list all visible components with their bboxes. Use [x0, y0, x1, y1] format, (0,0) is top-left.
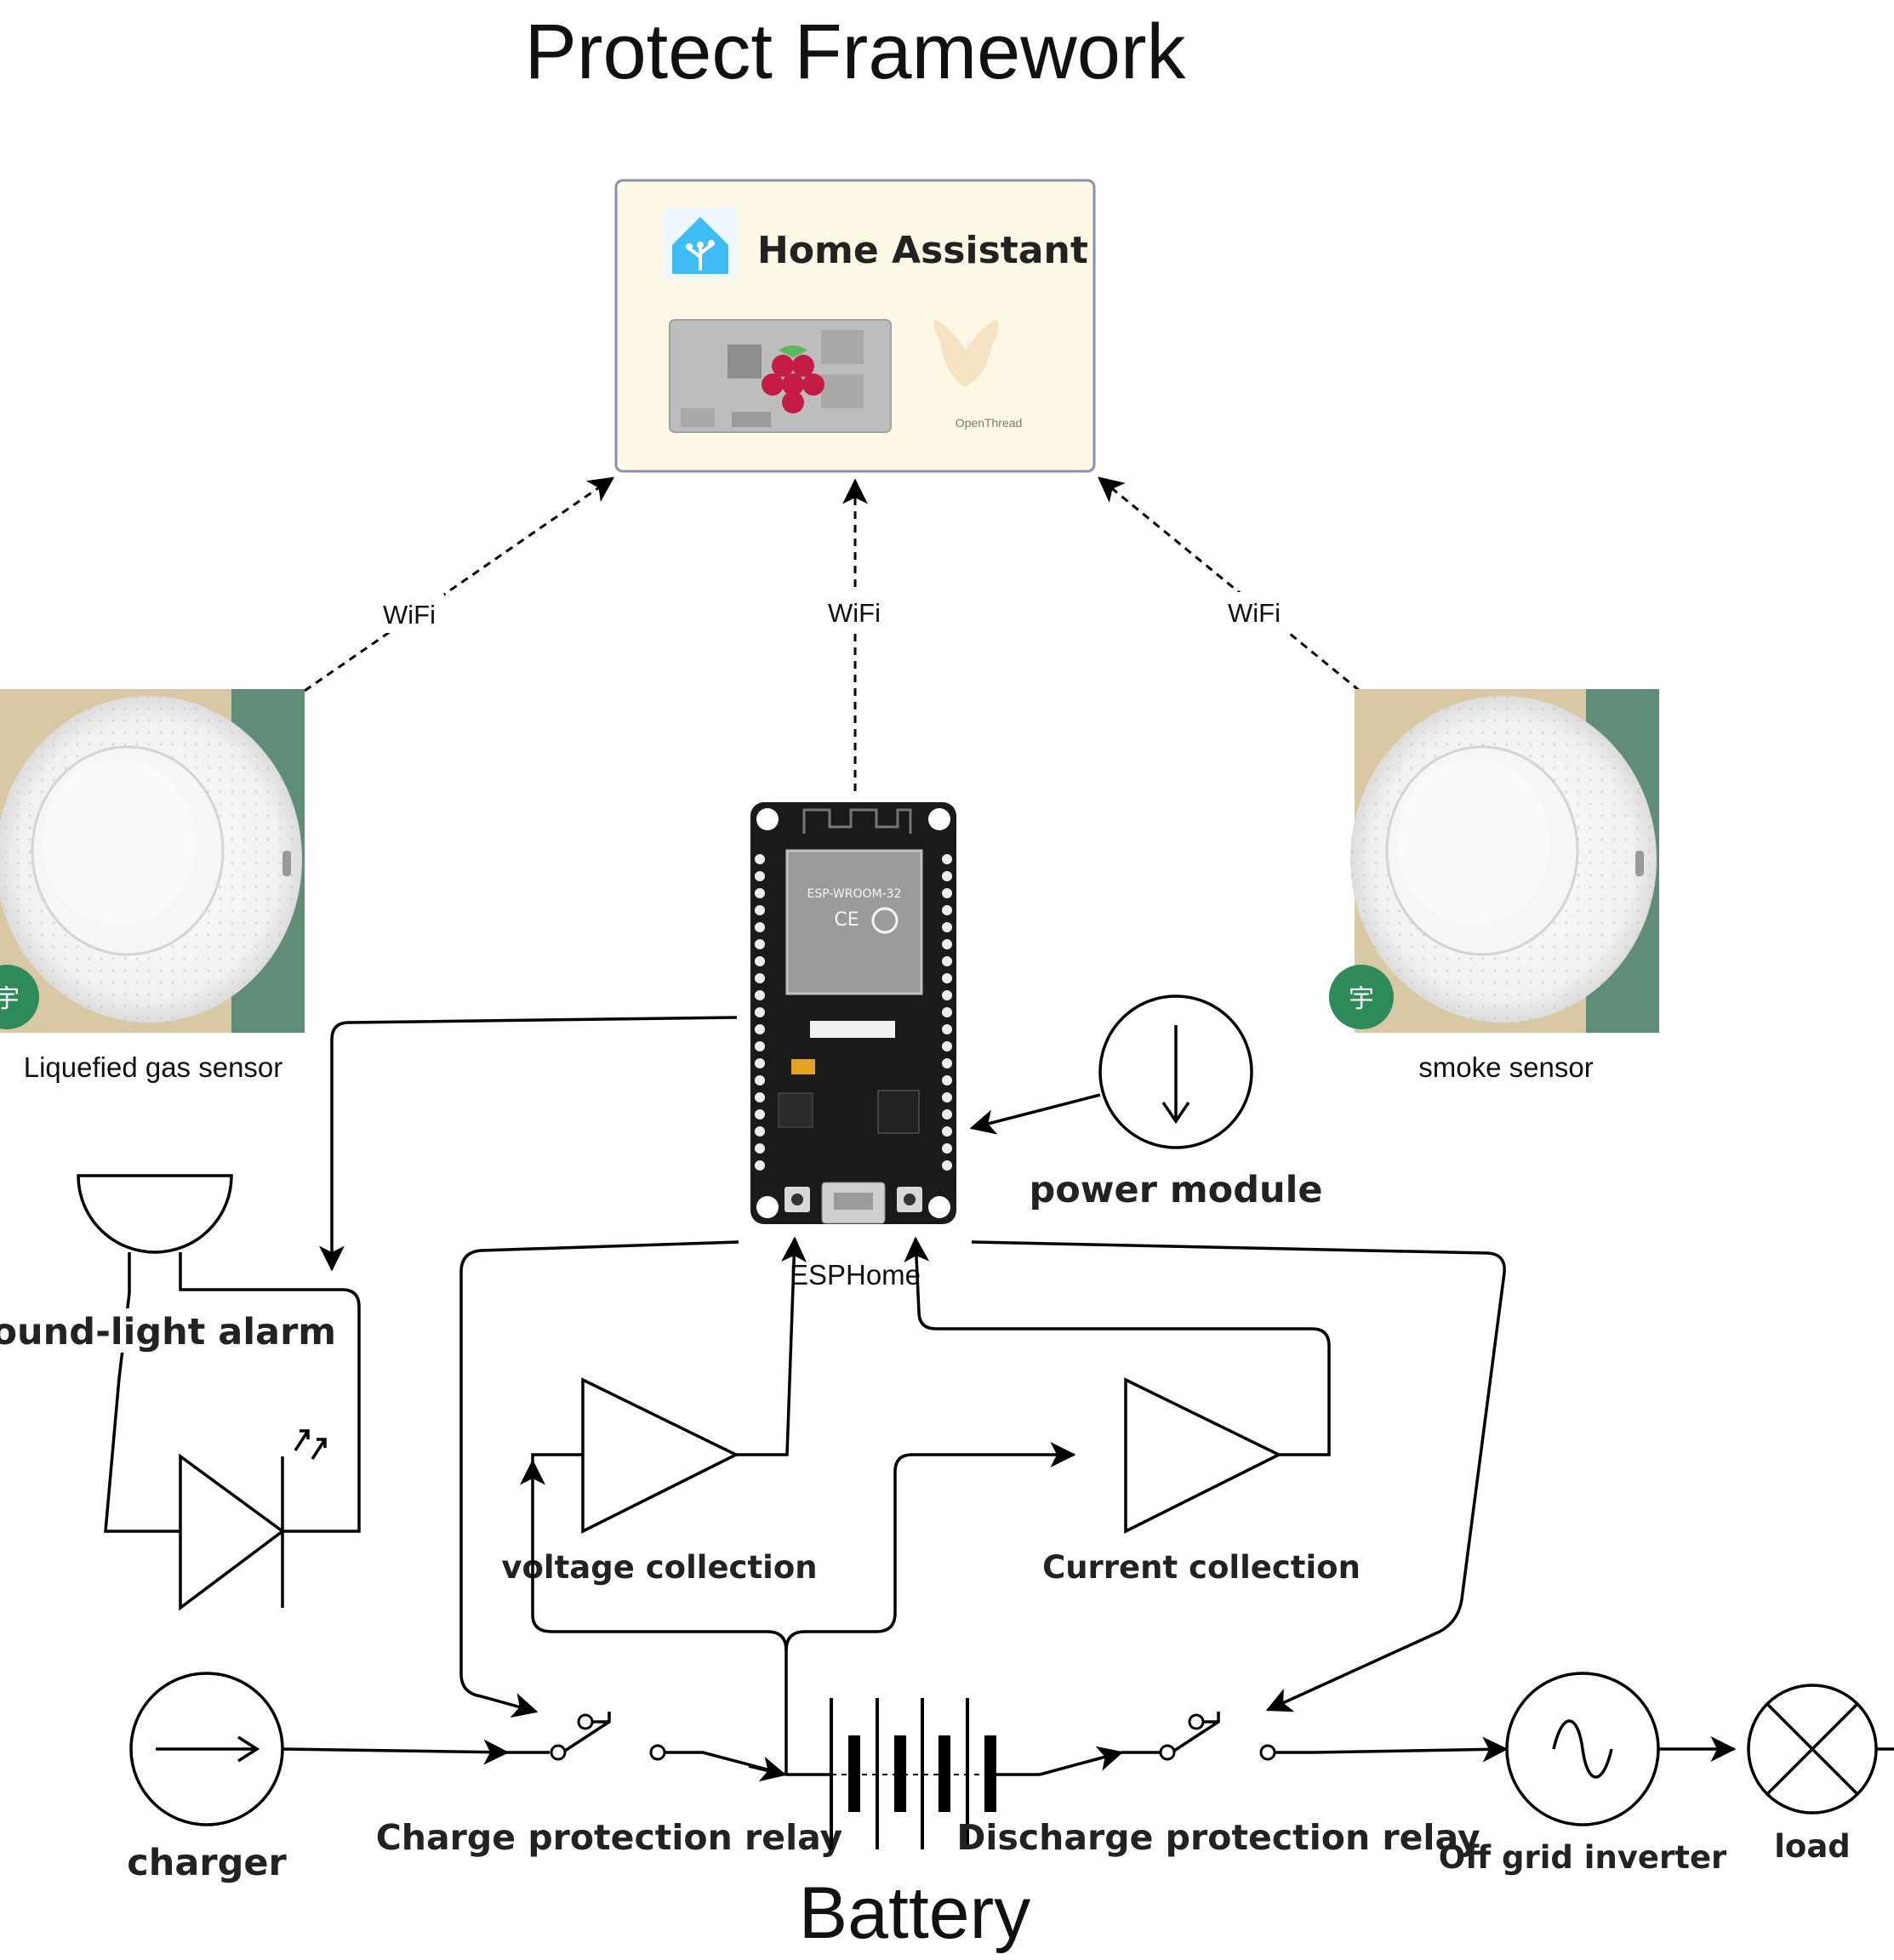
discharge-relay-to-inverter — [1313, 1736, 1509, 1763]
voltage-collection-label: voltage collection — [501, 1549, 817, 1586]
power-module — [1098, 994, 1253, 1149]
battery-label: Battery — [799, 1872, 1030, 1954]
charge-protection-relay — [507, 1712, 787, 1776]
charge-protection-relay-label: Charge protection relay — [376, 1817, 843, 1858]
charge-relay-to-battery — [748, 1757, 787, 1782]
current-collection-label: Current collection — [1042, 1549, 1361, 1586]
wifi-link-right — [1098, 476, 1361, 692]
charger — [129, 1672, 284, 1826]
battery — [786, 1698, 1040, 1849]
charger-to-charge-relay — [282, 1739, 510, 1765]
power-module-label: power module — [1029, 1169, 1322, 1211]
svg-text:CE: CE — [834, 909, 859, 931]
sound-light-alarm — [77, 1174, 361, 1611]
wifi-label-center: WiFi — [828, 598, 881, 628]
esphome-to-alarm — [319, 1016, 738, 1272]
esphome-board: ESP-WROOM-32 CE — [750, 802, 956, 1224]
svg-text:宇: 宇 — [1349, 984, 1374, 1014]
liquefied-gas-sensor: 宇 — [0, 689, 305, 1033]
battery-to-voltage-collection — [520, 1459, 788, 1775]
power-module-to-esphome — [969, 1093, 1101, 1135]
current-collection-amplifier — [904, 1236, 1331, 1534]
battery-to-current-collection — [784, 1442, 1076, 1651]
battery-to-discharge-relay — [1039, 1746, 1124, 1776]
wifi-label-right: WiFi — [1228, 598, 1281, 628]
off-grid-inverter-label: Off grid inverter — [1439, 1839, 1727, 1876]
voltage-collection-amplifier — [531, 1236, 807, 1534]
wifi-link-left — [304, 476, 615, 692]
load-label: load — [1774, 1828, 1851, 1865]
discharge-protection-relay-label: Discharge protection relay — [956, 1817, 1480, 1858]
esphome-label: ESPHome — [790, 1259, 921, 1291]
home-assistant-box: Home Assistant OpenThread — [614, 179, 1096, 473]
smoke-sensor: 宇 — [1329, 689, 1659, 1033]
home-assistant-logo-icon — [664, 207, 737, 280]
svg-text:ESP-WROOM-32: ESP-WROOM-32 — [807, 887, 902, 901]
load — [1747, 1684, 1894, 1815]
openthread-label: OpenThread — [956, 416, 1023, 430]
charger-label: charger — [127, 1842, 287, 1884]
liquefied-gas-sensor-label: Liquefied gas sensor — [24, 1051, 283, 1083]
openthread-logo-icon: OpenThread — [933, 319, 1022, 430]
home-assistant-label: Home Assistant — [757, 229, 1088, 272]
sound-light-alarm-label: sound-light alarm — [0, 1311, 336, 1353]
off-grid-inverter — [1505, 1672, 1660, 1826]
diagram-title: Protect Framework — [524, 9, 1186, 95]
esphome-to-charge-relay — [459, 1240, 739, 1718]
svg-text:宇: 宇 — [0, 984, 20, 1014]
esphome-to-discharge-relay — [971, 1240, 1506, 1712]
wifi-label-left: WiFi — [383, 600, 436, 630]
discharge-protection-relay — [1121, 1712, 1314, 1761]
raspberry-pi-board-icon — [669, 319, 892, 433]
smoke-sensor-label: smoke sensor — [1418, 1051, 1593, 1083]
